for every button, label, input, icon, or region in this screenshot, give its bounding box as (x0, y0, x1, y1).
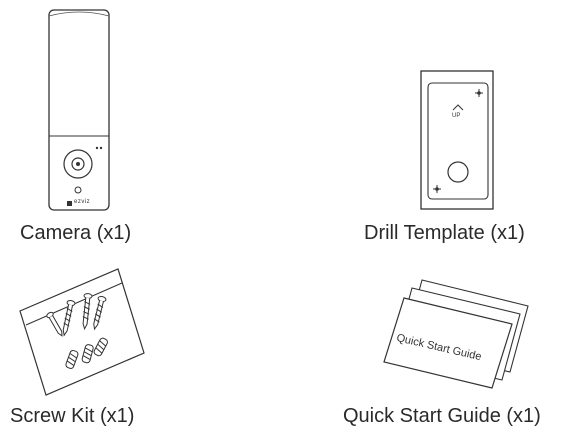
quick-start-guide-caption: Quick Start Guide (x1) (343, 405, 541, 427)
screw-kit-illustration (19, 268, 145, 396)
drill-template-illustration (420, 70, 494, 210)
quick-start-guide-illustration (383, 279, 529, 389)
camera-brand-logo: ezviz (74, 199, 91, 205)
drill-template-up-label: UP (452, 113, 461, 119)
crosshair-icon (475, 89, 483, 97)
drill-template-caption: Drill Template (x1) (364, 222, 525, 244)
screw-kit-caption: Screw Kit (x1) (10, 405, 135, 427)
camera-illustration (48, 9, 110, 211)
hole-icon (447, 161, 469, 183)
camera-caption: Camera (x1) (20, 222, 132, 244)
crosshair-icon (433, 185, 441, 193)
